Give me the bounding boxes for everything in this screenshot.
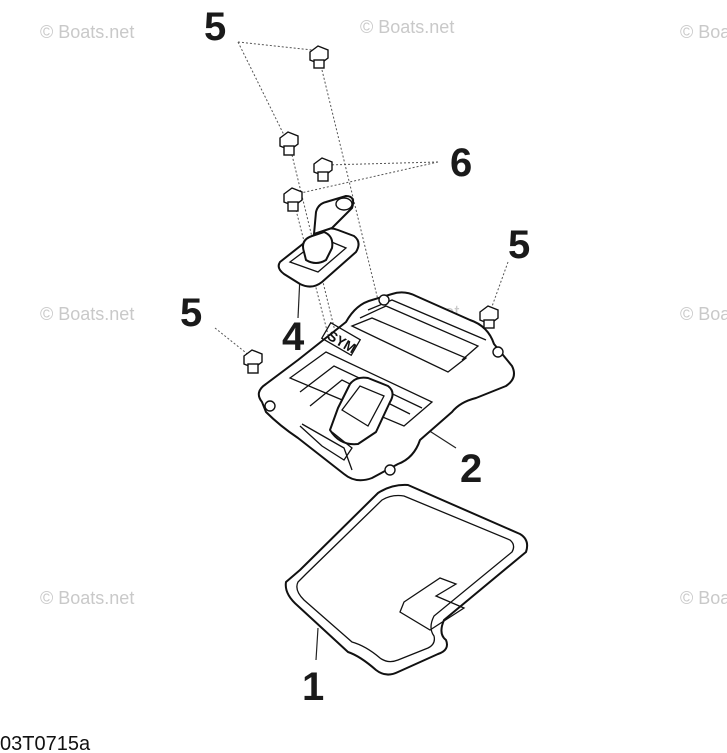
bolts[interactable]	[243, 45, 499, 374]
callout-2: 2	[460, 447, 482, 491]
valve-cover[interactable]: SYM	[257, 291, 515, 482]
watermark: © Boats.net	[40, 588, 134, 608]
bolt-icon[interactable]	[309, 45, 329, 69]
bolt-icon[interactable]	[283, 187, 303, 212]
bolt-icon[interactable]	[479, 305, 499, 329]
watermark: © Boats.net	[680, 304, 727, 324]
callout-5-top: 5	[204, 5, 226, 49]
gasket[interactable]	[284, 483, 529, 676]
bolt-icon[interactable]	[243, 349, 263, 374]
callout-5-right: 5	[508, 223, 530, 267]
watermark: © Boats.net	[360, 17, 454, 37]
callout-1: 1	[302, 665, 324, 709]
callout-6: 6	[450, 141, 472, 185]
bolt-icon[interactable]	[279, 131, 299, 156]
callout-5-left: 5	[180, 291, 202, 335]
figure-id: 03T0715a	[0, 733, 91, 753]
callout-4: 4	[282, 315, 305, 359]
watermark: © Boats.net	[680, 588, 727, 608]
breather-cap[interactable]	[277, 195, 360, 288]
callouts: 5 6 5 5 4 2 1	[180, 5, 530, 709]
watermark: © Boats.net	[680, 22, 727, 42]
watermark: © Boats.net	[40, 304, 134, 324]
bolt-icon[interactable]	[313, 157, 333, 182]
watermark: © Boats.net	[40, 22, 134, 42]
